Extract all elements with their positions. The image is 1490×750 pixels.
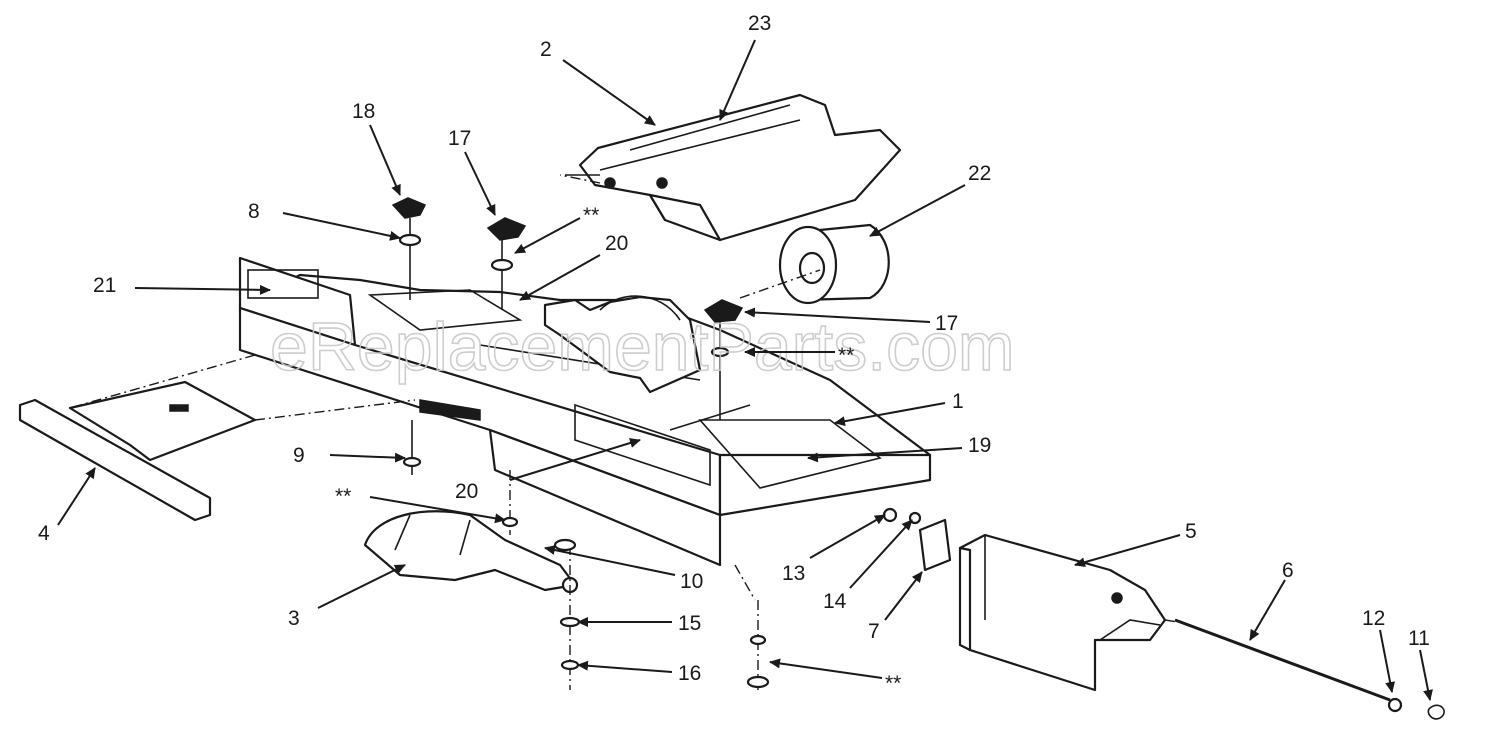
leader-arrows [57, 39, 1433, 701]
fastener-bottom-part [734, 564, 770, 690]
callout-11: 11 [1408, 627, 1430, 650]
callout-16: 16 [678, 662, 701, 685]
callout-17-lower: 17 [935, 312, 958, 335]
callout-5: 5 [1185, 520, 1197, 543]
callout-23: 23 [748, 12, 771, 35]
callout-8: 8 [248, 200, 260, 223]
callout-14: 14 [823, 590, 847, 613]
callout-4: 4 [38, 522, 50, 545]
blade-guard-part [565, 93, 902, 242]
callout-star-upper: ** [583, 204, 599, 227]
callout-10: 10 [680, 570, 703, 593]
bracket-part [363, 510, 579, 594]
washers-13-14-part [882, 507, 922, 525]
callout-20-lower: 20 [455, 480, 478, 503]
roller-part [778, 223, 890, 305]
callout-6: 6 [1282, 559, 1294, 582]
watermark-text: eReplacementParts.com [270, 309, 1015, 385]
callout-17-upper: 17 [448, 127, 471, 150]
callout-12: 12 [1362, 607, 1385, 630]
plate-part [918, 518, 952, 572]
callout-18: 18 [352, 100, 375, 123]
table-base-part [238, 256, 932, 567]
callout-22: 22 [968, 162, 991, 185]
callout-21: 21 [93, 274, 116, 297]
extension-bar-part [18, 380, 257, 522]
callout-20-upper: 20 [605, 232, 628, 255]
callout-star-mid: ** [838, 344, 854, 367]
callout-star-left: ** [335, 485, 351, 508]
callout-1: 1 [952, 390, 964, 413]
callout-7: 7 [868, 620, 880, 643]
rod-part [1174, 618, 1391, 702]
knob-17-upper-part [486, 217, 527, 310]
callout-3: 3 [288, 607, 300, 630]
clip-11-12-part [1387, 697, 1445, 720]
assembly-axis-lines [69, 174, 1179, 623]
callout-13: 13 [782, 562, 805, 585]
knob-18-part [391, 197, 427, 300]
callout-2: 2 [540, 38, 552, 61]
fastener-column-part [501, 470, 581, 690]
fence-guide-part [543, 295, 702, 394]
knob-17-lower-part [703, 299, 744, 420]
fastener-9-part [402, 420, 422, 475]
callout-15: 15 [678, 612, 701, 635]
callout-19: 19 [968, 434, 991, 457]
callout-9: 9 [293, 444, 305, 467]
callout-star-bottom: ** [885, 672, 901, 695]
housing-part [958, 533, 1167, 692]
callout-labels: 2 23 18 17 8 ** 20 22 21 17 ** 1 19 20 9… [38, 12, 1430, 695]
